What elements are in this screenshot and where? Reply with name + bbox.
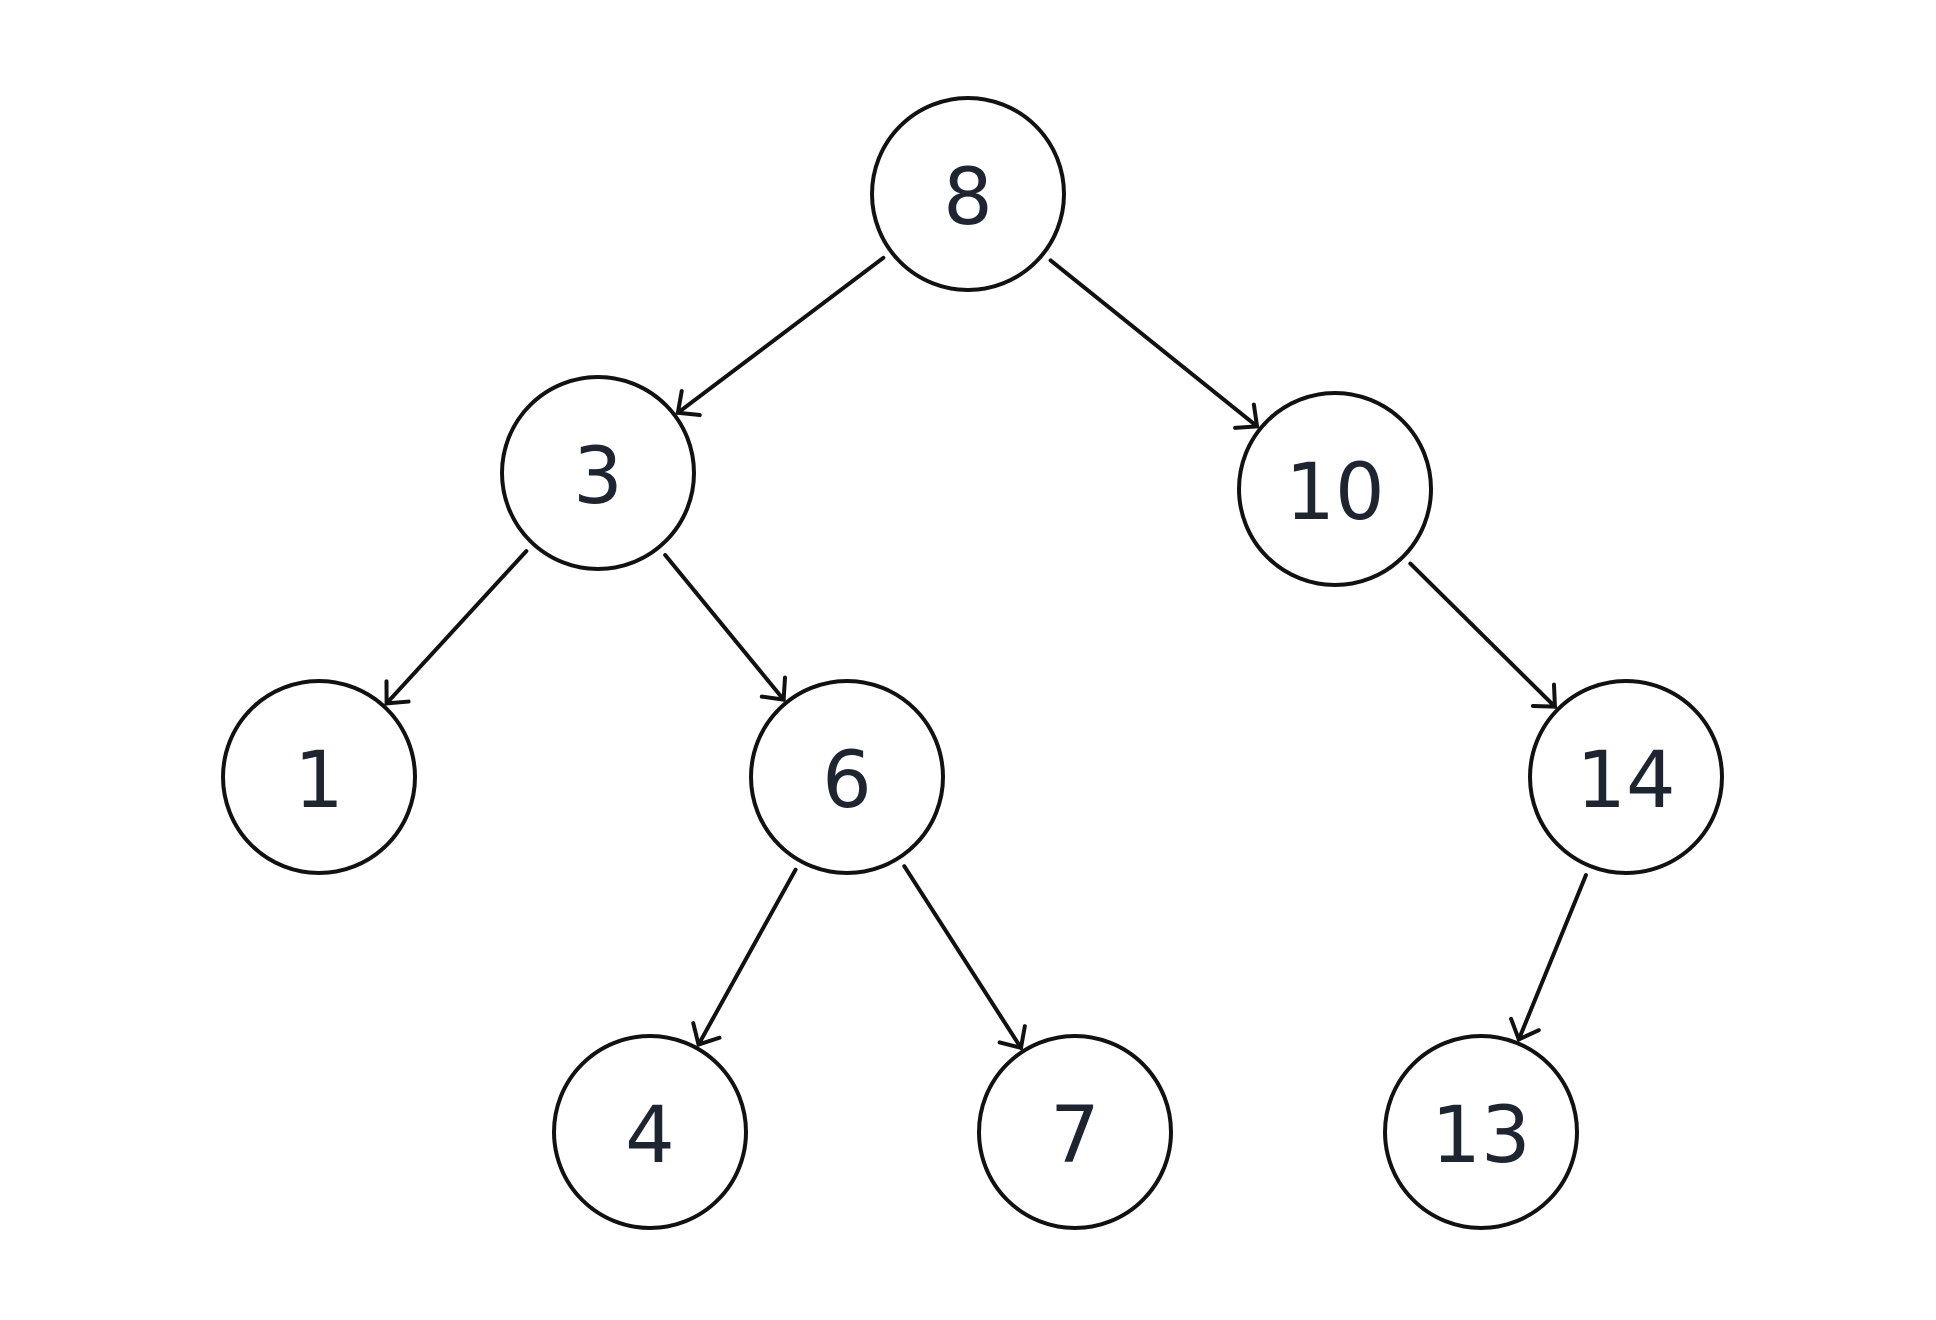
edge-n10-n14: [1408, 561, 1557, 709]
edge-n3-n1: [384, 549, 529, 706]
tree-node-13: 13: [1383, 1034, 1579, 1230]
edge-line: [663, 553, 786, 702]
node-label: 14: [1576, 736, 1675, 826]
tree-node-6: 6: [749, 679, 945, 875]
node-label: 13: [1431, 1091, 1530, 1181]
tree-node-7: 7: [977, 1034, 1173, 1230]
nodes-layer: 8 3 10 1 6 14 4 7 13: [221, 96, 1724, 1230]
edge-line: [1048, 258, 1260, 429]
node-circle: [977, 1034, 1173, 1230]
node-label: 10: [1285, 448, 1384, 538]
edge-line: [675, 255, 886, 415]
edge-n3-n6: [663, 553, 787, 702]
edge-n14-n13: [1509, 873, 1588, 1042]
node-circle: [1383, 1034, 1579, 1230]
edge-line: [384, 549, 529, 706]
edge-n6-n4: [691, 867, 798, 1047]
arrow-head-icon: [997, 1024, 1027, 1050]
edge-line: [1408, 561, 1557, 709]
tree-node-1: 1: [221, 679, 417, 875]
arrow-head-icon: [691, 1021, 722, 1047]
edge-line: [902, 864, 1023, 1050]
node-label: 1: [294, 736, 344, 826]
tree-node-8: 8: [870, 96, 1066, 292]
node-circle: [221, 679, 417, 875]
node-label: 7: [1050, 1091, 1100, 1181]
tree-node-14: 14: [1528, 679, 1724, 875]
node-circle: [1528, 679, 1724, 875]
node-label: 6: [822, 736, 872, 826]
edges-layer: [384, 255, 1588, 1050]
arrow-head-icon: [1233, 402, 1260, 430]
node-circle: [1237, 391, 1433, 587]
arrow-head-icon: [759, 675, 787, 702]
node-label: 4: [625, 1091, 675, 1181]
edge-line: [696, 867, 798, 1047]
node-circle: [500, 375, 696, 571]
node-circle: [552, 1034, 748, 1230]
edge-n6-n7: [902, 864, 1027, 1050]
arrow-head-icon: [1509, 1016, 1541, 1042]
node-circle: [749, 679, 945, 875]
tree-node-4: 4: [552, 1034, 748, 1230]
edge-n8-n3: [675, 255, 886, 418]
edge-n8-n10: [1048, 258, 1260, 430]
node-label: 8: [943, 153, 993, 243]
tree-node-10: 10: [1237, 391, 1433, 587]
arrow-head-icon: [384, 679, 411, 706]
edge-line: [1516, 873, 1588, 1042]
tree-node-3: 3: [500, 375, 696, 571]
arrow-head-icon: [1530, 682, 1557, 709]
node-label: 3: [573, 432, 623, 522]
node-circle: [870, 96, 1066, 292]
arrow-head-icon: [675, 389, 702, 418]
